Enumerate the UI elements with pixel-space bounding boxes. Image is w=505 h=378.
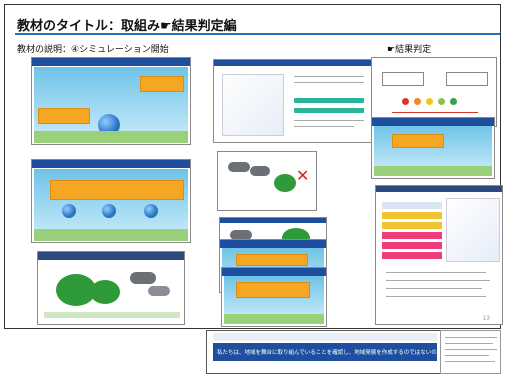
thumb-header	[376, 186, 502, 192]
text-line	[445, 355, 489, 356]
thumb-header	[220, 240, 326, 248]
table-row	[382, 212, 442, 219]
tree-icon	[274, 174, 296, 192]
ground-strip	[224, 314, 324, 324]
ground-strip	[44, 312, 180, 318]
tab-strip	[213, 333, 437, 341]
thumb-header	[372, 118, 494, 126]
chart-image	[222, 74, 284, 136]
ground-strip	[374, 166, 492, 176]
cloud-icon	[130, 272, 156, 284]
text-line	[386, 272, 486, 273]
caption-band: 私たちは、地域を舞台に取り組んでいることを確認し、地域発展を作成するのではないの…	[213, 343, 464, 361]
orange-callout	[392, 134, 444, 148]
table-row	[382, 242, 442, 249]
cloud-icon	[230, 230, 252, 240]
ground-strip	[34, 131, 188, 143]
text-line	[294, 82, 364, 83]
face-icon	[402, 98, 409, 105]
globe-icon	[98, 114, 120, 136]
text-line	[386, 280, 490, 281]
page-number: 13	[482, 315, 490, 322]
globe-icon	[102, 204, 116, 218]
face-icon	[426, 98, 433, 105]
orange-callout-right	[140, 76, 184, 92]
side-document[interactable]	[440, 330, 501, 374]
thumb-result-faces[interactable]	[371, 57, 497, 127]
cross-icon: ✕	[296, 166, 310, 185]
thumb-simulation-start[interactable]	[31, 57, 191, 145]
text-line	[445, 343, 493, 344]
thumb-result-sim[interactable]	[371, 117, 495, 179]
red-text-line	[392, 112, 478, 113]
explanation-label: 教材の説明：④シミュレーション開始	[17, 45, 169, 55]
thumb-forest[interactable]	[37, 251, 185, 325]
text-line	[294, 126, 354, 127]
face-icon	[450, 98, 457, 105]
thumb-header	[222, 268, 326, 276]
thumb-header	[32, 160, 190, 168]
thumb-header	[38, 252, 184, 260]
thumb-temperature-text[interactable]	[213, 59, 373, 143]
face-icon	[414, 98, 421, 105]
tree-icon	[56, 274, 96, 306]
text-line	[386, 288, 482, 289]
bottom-slide-preview[interactable]: 私たちは、地域を舞台に取り組んでいることを確認し、地域発展を作成するのではないの…	[206, 330, 464, 374]
orange-callout	[236, 254, 308, 266]
globe-icon	[144, 204, 158, 218]
text-line	[445, 349, 497, 350]
result-box	[382, 72, 424, 86]
globe-icon	[62, 204, 76, 218]
table-header	[382, 202, 442, 209]
face-icon	[438, 98, 445, 105]
thumb-header	[220, 218, 326, 223]
thumb-simulation-end[interactable]	[221, 267, 327, 327]
chart-image	[446, 198, 500, 262]
text-line	[294, 76, 364, 77]
thumb-header	[32, 58, 190, 66]
table-row	[382, 222, 442, 229]
thumb-simulation-step[interactable]	[31, 159, 191, 243]
orange-callout	[236, 282, 310, 298]
orange-callout	[38, 108, 90, 124]
result-box	[446, 72, 488, 86]
tree-icon	[90, 280, 120, 304]
title-underline	[15, 33, 500, 35]
cloud-icon	[250, 166, 270, 176]
text-line	[294, 120, 364, 121]
thumb-header	[214, 60, 372, 66]
cloud-icon	[228, 162, 250, 172]
thumb-storm[interactable]: ✕	[217, 151, 317, 211]
green-bar	[294, 98, 364, 103]
table-row	[382, 252, 442, 259]
cloud-icon	[148, 286, 170, 296]
green-bar	[294, 108, 364, 113]
text-line	[386, 296, 486, 297]
result-label: ☛結果判定	[387, 45, 432, 55]
table-row	[382, 232, 442, 239]
slide-title: 教材のタイトル：取組み☛結果判定編	[17, 19, 237, 34]
main-slide: 教材のタイトル：取組み☛結果判定編 教材の説明：④シミュレーション開始 ☛結果判…	[4, 4, 503, 329]
thumb-result-table[interactable]	[375, 185, 503, 325]
text-line	[445, 337, 497, 338]
bottom-caption: 私たちは、地域を舞台に取り組んでいることを確認し、地域発展を作成するのではないの…	[217, 350, 465, 356]
orange-callout	[50, 180, 184, 200]
text-line	[445, 361, 495, 362]
ground-strip	[34, 229, 188, 241]
